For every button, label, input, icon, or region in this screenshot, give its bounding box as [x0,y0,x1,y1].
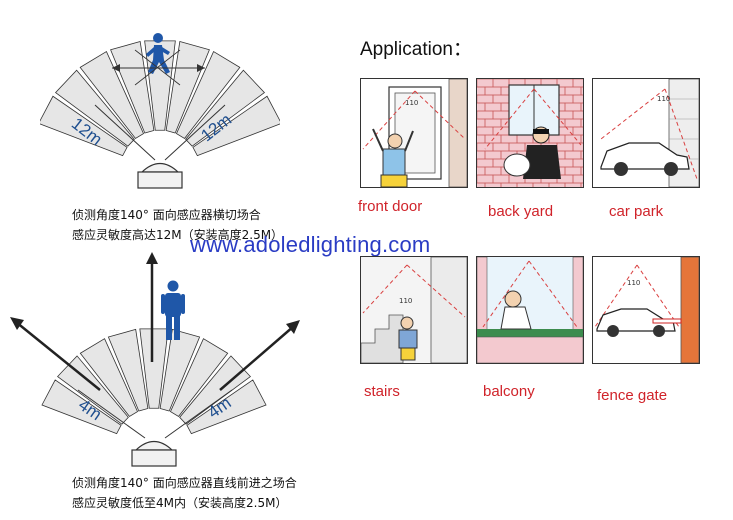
range-arrow-left [94,104,156,161]
range-arrow-right [164,104,226,161]
fan-segment [54,69,135,147]
fan-segment [159,328,201,412]
fan-segment [165,41,210,134]
caption-balcony: balcony [483,383,535,400]
fan-segment [185,69,266,147]
scene-front-door: 110 [360,78,468,188]
angle-label: 110 [405,99,419,107]
pir-sensor-icon [131,440,177,467]
fan-segment [179,355,251,425]
fan-segment [192,95,280,157]
caption-fence-gate: fence gate [597,387,668,404]
fan-segment [79,50,145,139]
scene-fence-gate: 110 [592,256,700,364]
application-title: Application： [360,39,472,60]
angle-label: 110 [399,297,413,305]
fan-segment [79,338,139,417]
scene-car-park: 110 [592,78,700,188]
angle-label: 110 [657,95,671,103]
caption-car-park: car park [609,203,664,220]
bottom-caption-line1: 侦测角度140° 面向感应器直线前进之场合 [72,476,297,490]
top-caption-line2: 感应灵敏度高达12M（安装高度2.5M） [72,228,284,242]
caption-stairs: stairs [364,383,400,400]
website-url[interactable]: www.adoledlighting.com [190,232,431,257]
walking-person-icon [146,33,170,74]
scene-stairs: 110 [360,256,468,364]
caption-front-door: front door [358,198,423,215]
top-detection-fan-diagram [40,33,280,189]
scene-balcony [476,256,584,364]
top-caption-line1: 侦测角度140° 面向感应器横切场合 [72,208,261,222]
fan-segment [41,379,122,435]
fan-segments [41,328,267,435]
bottom-caption-line2: 感应灵敏度低至4M内（安装高度2.5M） [72,496,288,510]
fan-segments [40,40,280,157]
fan-segment [169,338,229,417]
fan-segment [57,355,129,425]
fan-segment [107,328,149,412]
fan-segment [186,379,267,435]
standing-person-icon [161,280,185,340]
caption-back-yard: back yard [488,203,554,220]
fan-segment [40,95,128,157]
fan-segment [175,50,241,139]
bottom-detection-fan-diagram [10,252,300,467]
fan-segment [110,41,155,134]
pir-sensor-icon [137,162,183,189]
scene-back-yard [476,78,584,188]
angle-label: 110 [627,279,641,287]
